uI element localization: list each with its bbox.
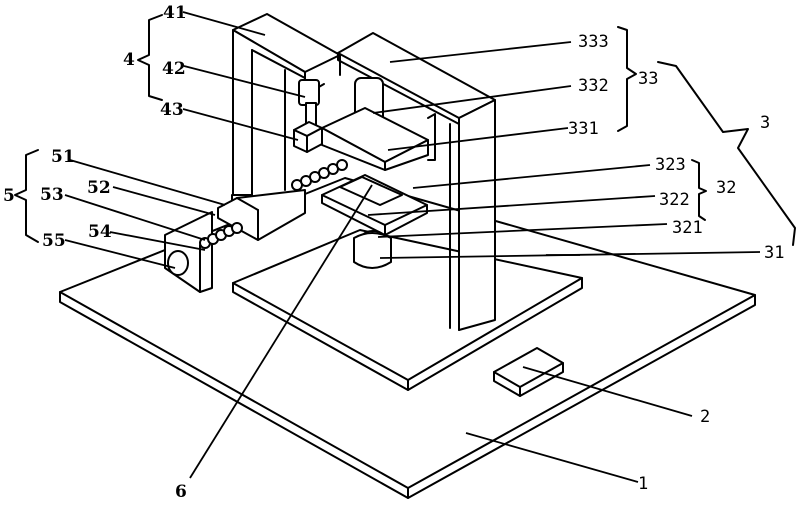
label-33: 33 [638, 69, 658, 89]
right-gantry [337, 32, 496, 331]
label-52: 52 [87, 178, 111, 198]
label-331: 331 [568, 119, 599, 139]
lead-screw [199, 159, 348, 249]
label-42: 42 [162, 59, 186, 79]
slide-mechanism [164, 159, 348, 293]
callout-labels: 41 42 43 4 51 52 53 54 55 5 333 332 331 … [3, 3, 784, 502]
label-332: 332 [578, 76, 609, 96]
leader-lines [64, 11, 761, 483]
label-55: 55 [42, 231, 66, 251]
label-41: 41 [163, 3, 187, 23]
label-4: 4 [123, 50, 135, 70]
label-323: 323 [655, 155, 686, 175]
label-1: 1 [638, 474, 648, 494]
label-333: 333 [578, 32, 609, 52]
label-51: 51 [51, 147, 75, 167]
label-53: 53 [40, 185, 64, 205]
lift-cylinder [293, 79, 323, 153]
label-32: 32 [716, 178, 736, 198]
label-54: 54 [88, 222, 112, 242]
label-6: 6 [175, 482, 187, 502]
label-321: 321 [672, 218, 703, 238]
label-2: 2 [700, 407, 710, 427]
label-5: 5 [3, 186, 15, 206]
label-3: 3 [760, 113, 770, 133]
control-box [493, 347, 564, 397]
braces [14, 14, 796, 246]
label-322: 322 [659, 190, 690, 210]
label-43: 43 [160, 100, 184, 120]
label-31: 31 [764, 243, 784, 263]
